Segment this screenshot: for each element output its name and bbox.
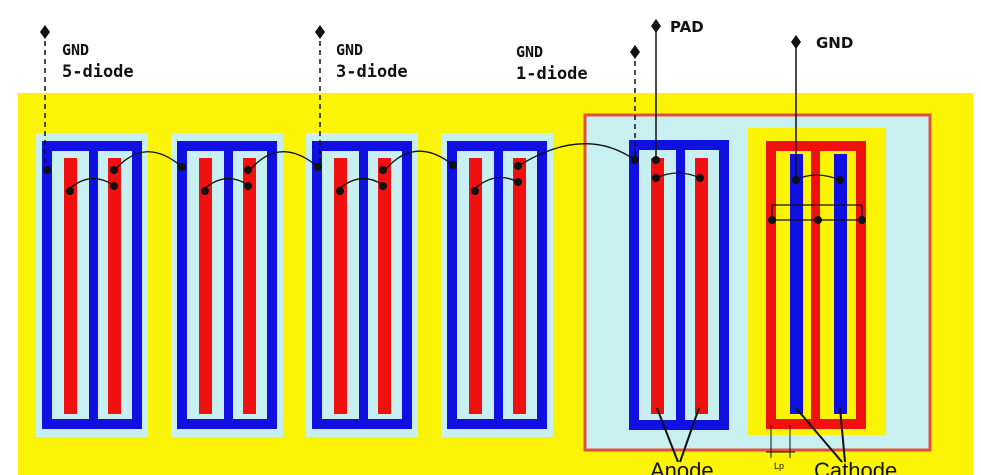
gnd-label: GND [816, 34, 853, 52]
diode-count-label: 3-diode [336, 62, 408, 82]
red-finger [695, 158, 708, 414]
diamond-icon [315, 25, 325, 39]
ground-connections [44, 32, 636, 165]
node-dot [696, 174, 704, 182]
red-finger [199, 158, 212, 414]
node-dot [43, 166, 51, 174]
node-dot [314, 163, 322, 171]
node-dot [244, 166, 252, 174]
cathode-callout [795, 407, 843, 463]
wire [202, 178, 249, 191]
node-dot [201, 187, 209, 195]
center-bar [224, 146, 233, 424]
center-bar [676, 145, 685, 425]
diamond-icon [630, 45, 640, 59]
diode-count-label: 5-diode [62, 62, 134, 82]
node-dot [514, 178, 522, 186]
cathode-callout [839, 407, 846, 463]
center-bar [811, 146, 820, 424]
wire [472, 176, 519, 191]
node-dot [652, 156, 660, 164]
anode-callout [679, 407, 700, 463]
node-dot [471, 187, 479, 195]
node-dot [514, 162, 522, 170]
gnd-label: GND [516, 43, 543, 61]
node-dot [768, 216, 776, 224]
diode-cell-4 [441, 133, 553, 437]
red-finger [243, 158, 256, 414]
connection-nodes [43, 156, 866, 224]
node-dot [336, 187, 344, 195]
center-bar [89, 146, 98, 424]
wire [249, 151, 319, 171]
gnd-label: GND [336, 41, 363, 59]
red-finger [378, 158, 391, 414]
blue-finger [790, 154, 803, 414]
node-dot [652, 174, 660, 182]
red-finger [513, 158, 526, 414]
node-dot [379, 182, 387, 190]
callout-lines [656, 407, 846, 463]
red-finger [334, 158, 347, 414]
center-bar [359, 146, 368, 424]
wire [519, 143, 636, 166]
gnd-label: GND [62, 41, 89, 59]
pad-connections [655, 26, 797, 180]
diode-cell-3 [306, 133, 418, 437]
red-finger [64, 158, 77, 414]
blue-finger [834, 154, 847, 414]
diamond-icon [791, 35, 801, 49]
node-dot [244, 182, 252, 190]
node-dot [379, 166, 387, 174]
node-dot [792, 176, 800, 184]
diamond-icon [651, 19, 661, 33]
wire [337, 178, 384, 191]
node-dot [836, 176, 844, 184]
pad-diode-cell [629, 140, 729, 430]
wire [67, 178, 114, 191]
node-dot [178, 163, 186, 171]
cathode-diode-cell [748, 128, 886, 435]
node-dot [110, 166, 118, 174]
wire [384, 150, 454, 171]
anode-label: Anode [650, 458, 714, 475]
diamond-icon [40, 25, 50, 39]
anode-callout [656, 407, 679, 463]
node-dot [449, 161, 457, 169]
red-finger [108, 158, 121, 414]
center-bar [494, 146, 503, 424]
node-dot [858, 216, 866, 224]
node-dot [66, 187, 74, 195]
diode-cell-2 [171, 133, 283, 437]
cathode-label: Cathode [814, 458, 897, 475]
pad-label: PAD [670, 18, 704, 36]
pin-heads [40, 19, 801, 59]
wire [114, 151, 183, 171]
red-finger [469, 158, 482, 414]
node-dot [814, 216, 822, 224]
diode-count-label: 1-diode [516, 64, 588, 84]
red-finger [651, 158, 664, 414]
lp-label: Lp [774, 461, 784, 471]
node-dot [631, 156, 639, 164]
node-dot [110, 182, 118, 190]
diode-cell-1 [36, 133, 148, 437]
